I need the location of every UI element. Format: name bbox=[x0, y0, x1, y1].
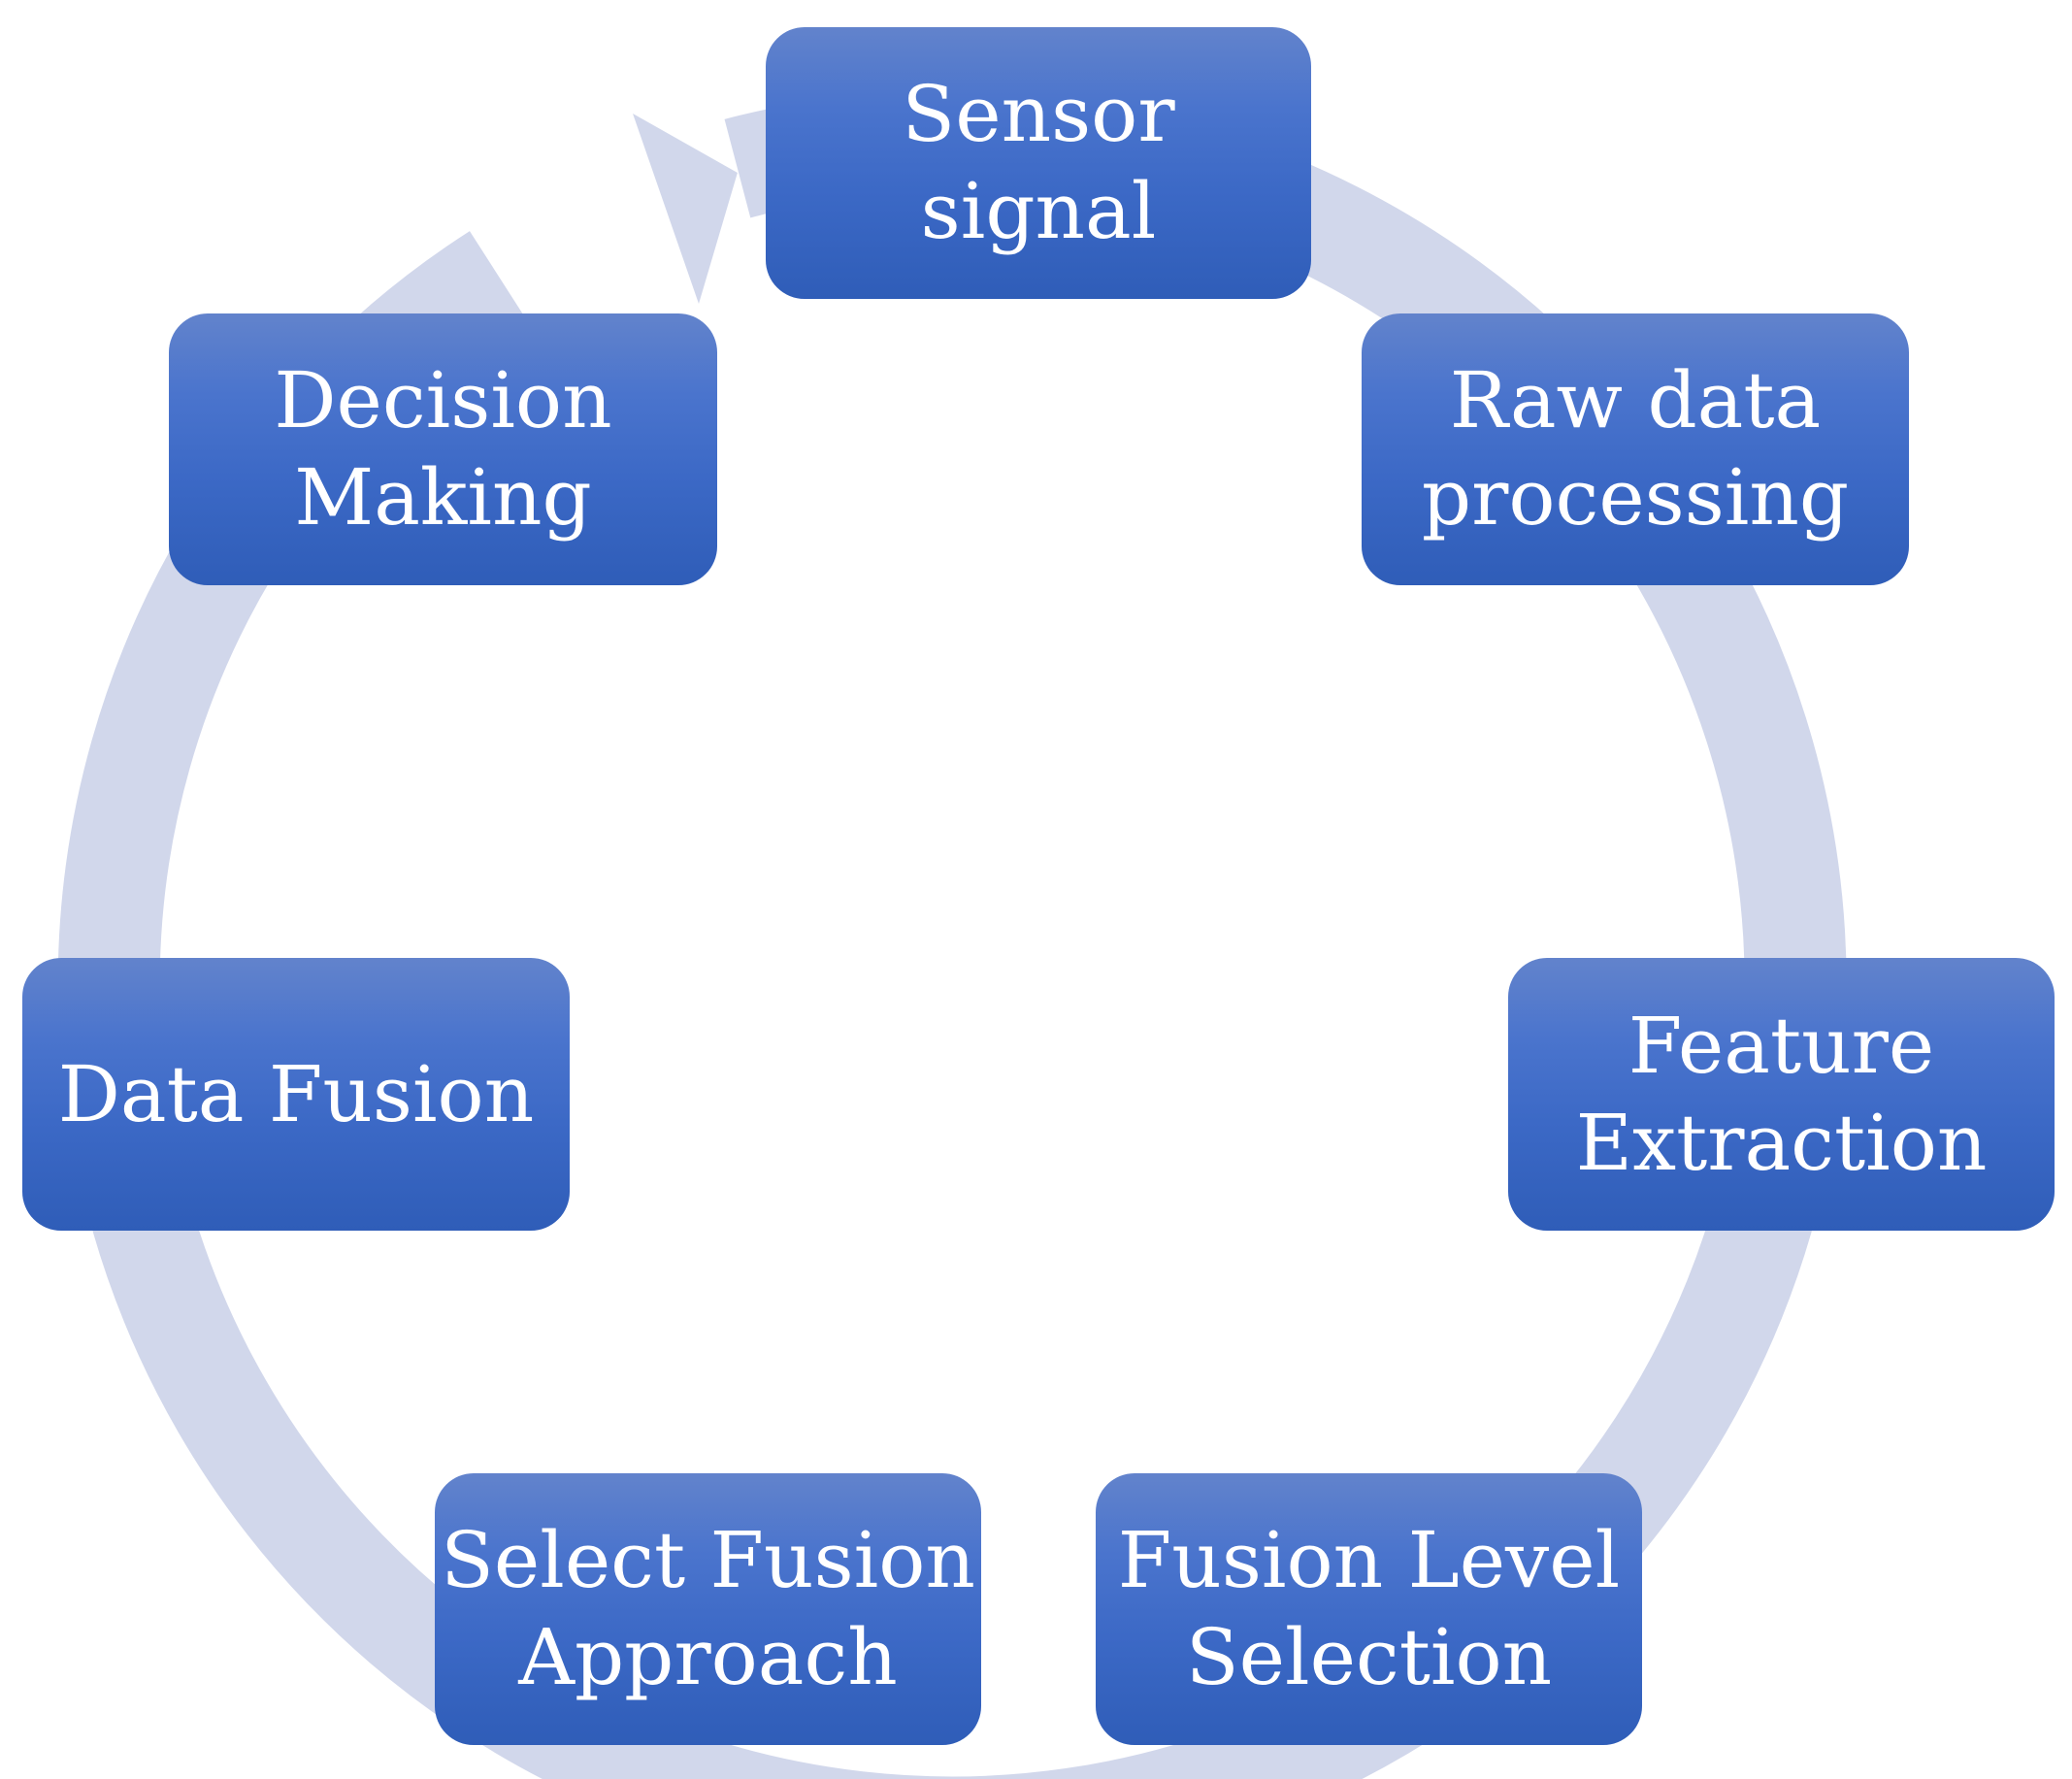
node-label-line: Sensor bbox=[902, 69, 1175, 159]
node-raw-data-processing: Raw data processing bbox=[1362, 313, 1909, 585]
node-fusion-level-selection: Fusion Level Selection bbox=[1096, 1473, 1642, 1745]
node-select-fusion-approach: Select Fusion Approach bbox=[435, 1473, 981, 1745]
node-label-line: Fusion Level bbox=[1117, 1515, 1621, 1605]
node-label-line: Approach bbox=[518, 1612, 898, 1702]
node-label-line: Raw data bbox=[1449, 355, 1822, 445]
node-label-line: Select Fusion bbox=[441, 1515, 975, 1605]
node-label-line: Feature bbox=[1628, 1000, 1935, 1091]
node-label-line: Selection bbox=[1185, 1612, 1553, 1702]
node-data-fusion: Data Fusion bbox=[22, 958, 570, 1231]
node-label-line: processing bbox=[1421, 452, 1850, 543]
node-label-line: signal bbox=[920, 166, 1157, 256]
node-feature-extraction: Feature Extraction bbox=[1508, 958, 2055, 1231]
node-decision-making: Decision Making bbox=[169, 313, 717, 585]
node-sensor-signal: Sensor signal bbox=[766, 27, 1311, 299]
cycle-arrowhead bbox=[633, 114, 738, 304]
node-label-line: Extraction bbox=[1575, 1097, 1988, 1188]
node-label-line: Decision bbox=[274, 355, 612, 445]
node-label-line: Data Fusion bbox=[57, 1048, 535, 1139]
node-label-line: Making bbox=[294, 452, 592, 543]
